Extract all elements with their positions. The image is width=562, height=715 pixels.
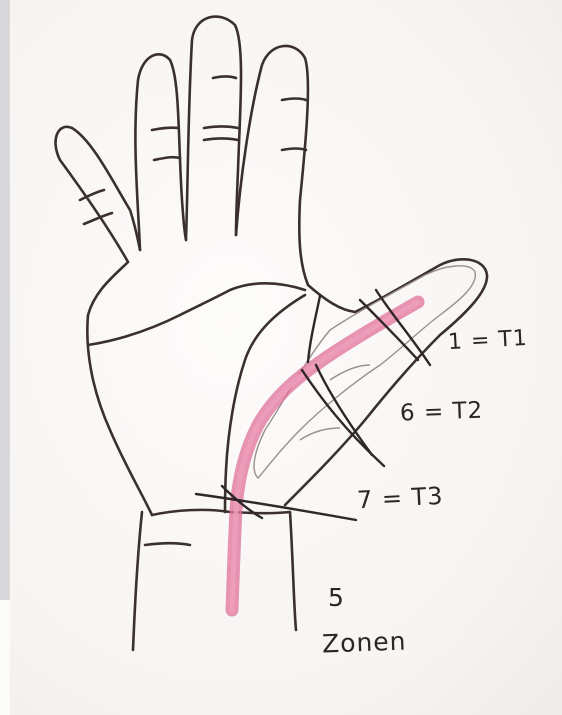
wrist-right [290, 512, 296, 630]
zone-label-5: 5 [328, 583, 345, 612]
wrist-crease-small [145, 543, 190, 545]
tendon-sheath [232, 302, 418, 610]
zone-label-t2: 6 = T2 [400, 398, 484, 427]
ring-finger-outline [135, 54, 186, 250]
wrist-line [152, 510, 290, 515]
index-finger-outline [236, 46, 308, 285]
finger-crease [152, 128, 178, 130]
little-finger-outline [56, 127, 140, 262]
tendon-highlight [232, 302, 418, 610]
palm-left-outline [87, 262, 152, 515]
finger-crease [282, 99, 306, 101]
wrist-left [133, 512, 142, 650]
finger-crease [204, 127, 238, 129]
finger-crease [204, 139, 238, 141]
thumb-bone-joint [300, 428, 340, 440]
zone-line-t3 [196, 494, 356, 520]
finger-crease [154, 157, 180, 160]
finger-crease [282, 149, 306, 151]
finger-crease [213, 77, 236, 79]
zone-line-t2-b [316, 365, 372, 455]
thumb-bone-joint [330, 365, 370, 380]
zone-label-t1: 1 = T1 [447, 326, 528, 355]
zone-line-t2 [302, 370, 384, 466]
palm-crease [88, 283, 305, 345]
zonen-label: Zonen [322, 627, 407, 659]
zone-label-t3: 7 = T3 [356, 482, 444, 514]
